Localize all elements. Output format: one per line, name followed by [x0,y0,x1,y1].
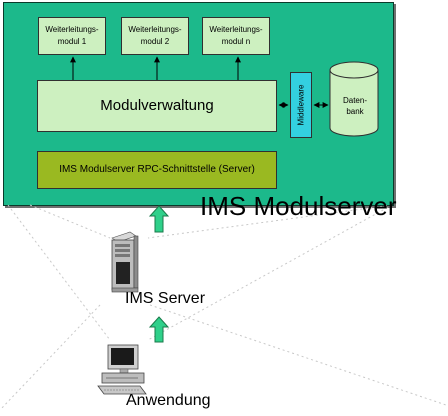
server-tower-icon [111,231,139,293]
module-1-line1: Weiterleitungs- [45,25,99,34]
up-arrow-server-to-panel [148,205,170,233]
middleware-box: Middleware [290,72,312,138]
up-arrow-app-to-server [148,316,170,343]
desktop-computer-icon [97,344,147,395]
modulserver-title: IMS Modulserver [200,191,397,221]
module-2-line2: modul 2 [140,37,170,46]
middleware-label: Middleware [296,84,306,126]
ims-server-label: IMS Server [125,290,206,307]
perspective-lines [0,204,447,411]
database-label-line1: Daten- [342,96,367,105]
weiterleitungsmodul-1: Weiterleitungs- modul 1 [38,17,106,55]
anwendung-label: Anwendung [126,392,211,409]
rpc-interface-box: IMS Modulserver RPC-Schnittstelle (Serve… [37,151,277,189]
module-1-line2: modul 1 [57,37,87,46]
module-n-line1: Weiterleitungs- [209,25,263,34]
module-n-line2: modul n [221,37,251,46]
database-label: Daten- bank [335,95,375,117]
weiterleitungsmodul-2: Weiterleitungs- modul 2 [121,17,189,55]
weiterleitungsmodul-n: Weiterleitungs- modul n [202,17,270,55]
database-cylinder-icon [329,61,379,137]
module-2-line1: Weiterleitungs- [128,25,182,34]
modulverwaltung-box: Modulverwaltung [37,80,277,132]
database-label-line2: bank [346,107,364,116]
